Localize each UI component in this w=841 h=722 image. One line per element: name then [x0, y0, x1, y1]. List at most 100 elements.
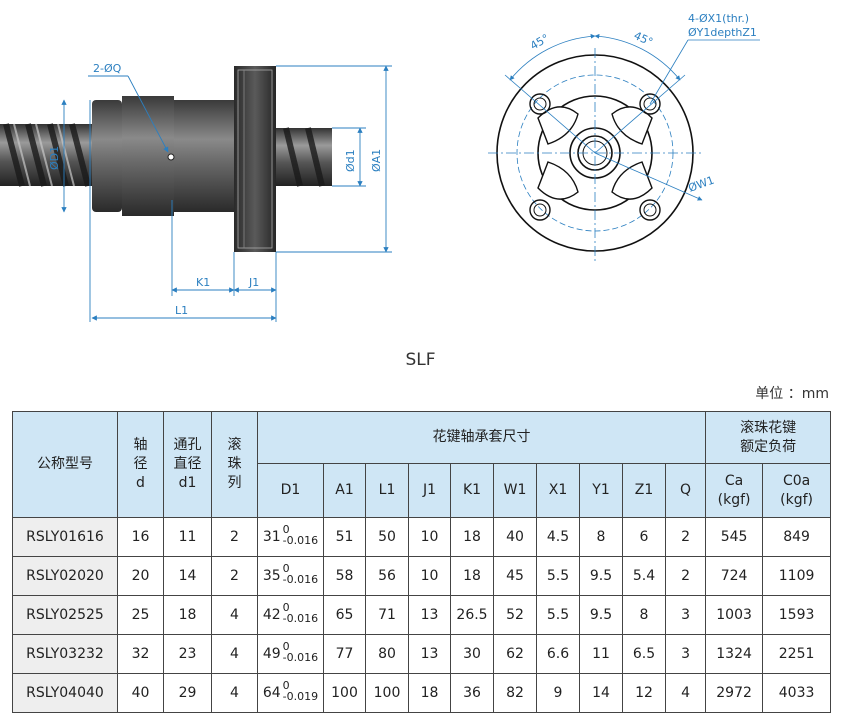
cell-Y1: 14 — [579, 673, 623, 713]
label-holes: 4-ØX1(thr.) — [688, 12, 749, 25]
cell-W1: 40 — [493, 517, 537, 557]
cell-Y1: 9.5 — [579, 556, 623, 596]
header-model: 公称型号 — [12, 411, 118, 518]
cell-Q: 4 — [664, 673, 707, 713]
cell-X1: 4.5 — [536, 517, 580, 557]
cell-L1: 80 — [365, 634, 409, 674]
cell-W1: 62 — [493, 634, 537, 674]
cell-d1: 11 — [163, 517, 212, 557]
header-Q: Q — [664, 463, 707, 518]
cell-d: 16 — [117, 517, 164, 557]
header-L1: L1 — [365, 463, 409, 518]
cell-J1: 10 — [408, 556, 451, 596]
cell-rows: 4 — [211, 673, 258, 713]
cell-d: 40 — [117, 673, 164, 713]
cell-d1: 14 — [163, 556, 212, 596]
cell-Z1: 12 — [622, 673, 666, 713]
cell-Q: 2 — [664, 517, 707, 557]
cell-A1: 77 — [323, 634, 366, 674]
cell-Q: 3 — [664, 595, 707, 635]
cell-A1: 65 — [323, 595, 366, 635]
cell-X1: 5.5 — [536, 556, 580, 596]
label-j1: J1 — [248, 276, 259, 289]
flange — [234, 66, 276, 252]
cell-d1: 29 — [163, 673, 212, 713]
label-a1: ØA1 — [370, 149, 383, 172]
cell-d: 20 — [117, 556, 164, 596]
header-W1: W1 — [493, 463, 537, 518]
cell-d1: 18 — [163, 595, 212, 635]
unit-label: 单位 ：mm — [755, 386, 829, 402]
header-C0a: C0a(kgf) — [762, 463, 832, 518]
label-w1: ØW1 — [687, 174, 716, 195]
cell-J1: 10 — [408, 517, 451, 557]
cell-K1: 18 — [450, 556, 494, 596]
cell-d: 32 — [117, 634, 164, 674]
cell-rows: 2 — [211, 556, 258, 596]
label-k1: K1 — [196, 276, 210, 289]
label-d1-dim: ØD1 — [48, 146, 61, 170]
label-bore: 2-ØQ — [93, 62, 122, 75]
cell-C0a: 4033 — [762, 673, 832, 713]
cell-Y1: 9.5 — [579, 595, 623, 635]
cell-model: RSLY04040 — [12, 673, 118, 713]
nut-body — [92, 96, 234, 216]
cell-model: RSLY02020 — [12, 556, 118, 596]
header-K1: K1 — [450, 463, 494, 518]
front-dimensions — [488, 33, 760, 262]
cell-Q: 2 — [664, 556, 707, 596]
cell-Ca: 2972 — [705, 673, 764, 713]
cell-K1: 26.5 — [450, 595, 494, 635]
cell-C0a: 1109 — [762, 556, 832, 596]
cell-rows: 4 — [211, 595, 258, 635]
cell-d: 25 — [117, 595, 164, 635]
cell-W1: 52 — [493, 595, 537, 635]
cell-X1: 5.5 — [536, 595, 580, 635]
header-D1: D1 — [257, 463, 324, 518]
cell-J1: 13 — [408, 634, 451, 674]
header-rows: 滚珠列 — [211, 411, 258, 518]
cell-A1: 58 — [323, 556, 366, 596]
cell-C0a: 2251 — [762, 634, 832, 674]
header-Y1: Y1 — [579, 463, 623, 518]
cell-rows: 2 — [211, 517, 258, 557]
header-group-dims: 花键轴承套尺寸 — [256, 411, 707, 464]
cell-Z1: 6 — [622, 517, 666, 557]
header-X1: X1 — [536, 463, 580, 518]
cell-Q: 3 — [664, 634, 707, 674]
cell-J1: 13 — [408, 595, 451, 635]
cell-Ca: 724 — [705, 556, 764, 596]
header-J1: J1 — [408, 463, 451, 518]
cell-Z1: 8 — [622, 595, 666, 635]
cell-X1: 6.6 — [536, 634, 580, 674]
header-A1: A1 — [323, 463, 366, 518]
cell-L1: 71 — [365, 595, 409, 635]
label-l1: L1 — [175, 304, 188, 317]
cell-Y1: 8 — [579, 517, 623, 557]
cell-X1: 9 — [536, 673, 580, 713]
cell-W1: 45 — [493, 556, 537, 596]
cell-L1: 100 — [365, 673, 409, 713]
cell-K1: 18 — [450, 517, 494, 557]
cell-C0a: 849 — [762, 517, 832, 557]
shaft-left — [0, 123, 92, 187]
cell-L1: 56 — [365, 556, 409, 596]
cell-Ca: 1324 — [705, 634, 764, 674]
cell-L1: 50 — [365, 517, 409, 557]
cell-K1: 36 — [450, 673, 494, 713]
cell-model: RSLY03232 — [12, 634, 118, 674]
cell-model: RSLY02525 — [12, 595, 118, 635]
cell-A1: 100 — [323, 673, 366, 713]
cell-K1: 30 — [450, 634, 494, 674]
